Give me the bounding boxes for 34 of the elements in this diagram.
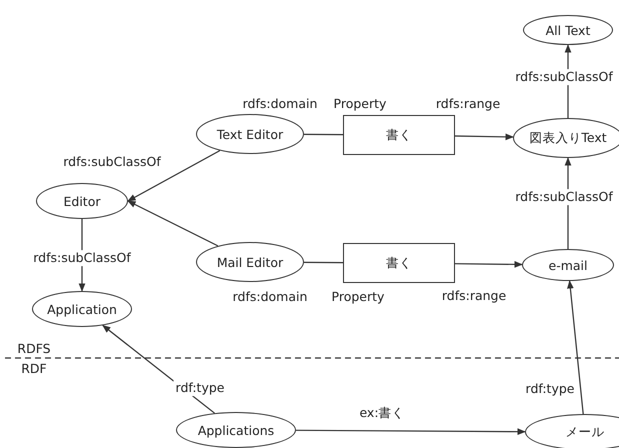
edge-label: rdfs:subClassOf	[31, 250, 133, 266]
property-box: 書く	[343, 115, 455, 155]
edge-label: rdfs:range	[436, 97, 500, 111]
connector-line	[304, 262, 343, 264]
arrow	[296, 428, 526, 436]
edge-label: rdfs:domain	[242, 97, 318, 111]
edge-label: rdf:type	[174, 380, 226, 396]
arrow	[127, 150, 220, 202]
class-ellipse: Applications	[176, 412, 296, 448]
connector-line	[304, 134, 343, 136]
class-ellipse: メール	[525, 414, 619, 448]
class-ellipse: Editor	[36, 183, 128, 219]
arrow	[127, 200, 218, 246]
edge-label: rdf:type	[524, 381, 576, 397]
arrow	[455, 261, 523, 268]
edge-label: rdfs:subClassOf	[513, 189, 615, 205]
arrow	[567, 280, 584, 414]
class-ellipse: All Text	[523, 15, 613, 45]
edge-label: rdfs:subClassOf	[513, 69, 615, 85]
property-box: 書く	[343, 243, 455, 283]
class-ellipse: e-mail	[522, 249, 614, 281]
property-label: Property	[332, 290, 384, 304]
class-ellipse: 図表入りText	[513, 118, 619, 158]
arrow	[454, 134, 514, 140]
layer-label: RDF	[21, 362, 47, 376]
class-ellipse: Text Editor	[196, 114, 304, 154]
edge-label: ex:書く	[359, 406, 405, 420]
edge-label: rdfs:subClassOf	[63, 155, 161, 169]
layer-label: RDFS	[17, 342, 51, 356]
property-label: Property	[334, 97, 386, 111]
edge-label: rdfs:range	[442, 289, 506, 303]
edge-label: rdfs:domain	[232, 290, 308, 304]
class-ellipse: Application	[32, 291, 132, 327]
class-ellipse: Mail Editor	[196, 242, 304, 282]
